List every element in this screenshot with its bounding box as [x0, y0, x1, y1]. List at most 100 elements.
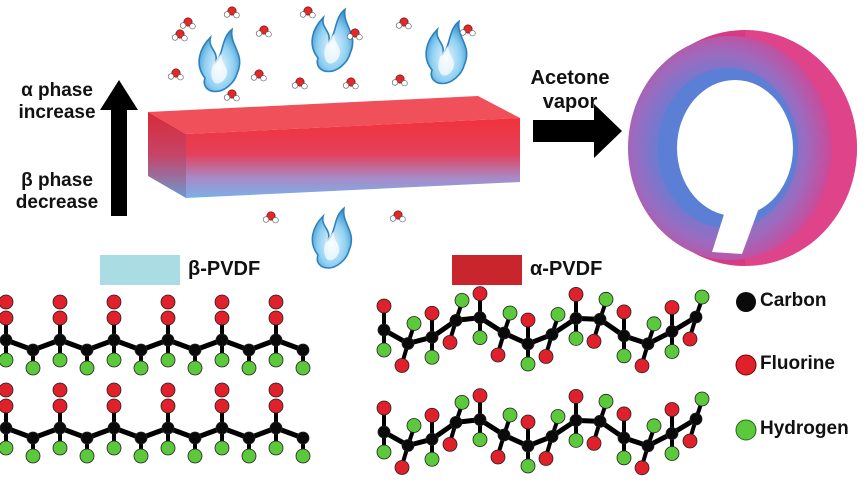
beta-pvdf-swatch: [100, 255, 180, 285]
fluorine-atom: [52, 310, 68, 326]
fluorine-atom: [160, 294, 176, 310]
carbon-atom: [569, 312, 583, 325]
carbon-atom: [161, 333, 175, 347]
hydrogen-atom: [406, 316, 422, 331]
fluorine-atom: [538, 451, 554, 466]
carbon-dot: [736, 292, 756, 312]
fluorine-atom: [568, 287, 584, 302]
hydrogen-atom: [598, 393, 614, 409]
hydrogen-atom: [214, 352, 230, 368]
hydrogen-atom: [616, 348, 632, 364]
carbon-atom: [569, 414, 583, 427]
fluorine-atom: [472, 388, 488, 404]
hydrogen-atom: [268, 440, 284, 456]
fluorine-atom: [490, 347, 506, 363]
hydrogen-atom: [502, 305, 518, 321]
carbon-atom: [593, 312, 607, 326]
fluorine-atom: [634, 358, 650, 374]
hydrogen-atom: [598, 291, 614, 307]
hydrogen-atom: [106, 352, 122, 368]
carbon-atom: [617, 431, 631, 445]
fluorine-atom: [616, 304, 632, 320]
hydrogen-atom: [214, 440, 230, 456]
carbon-atom: [26, 343, 40, 357]
carbon-atom: [80, 431, 94, 445]
carbon-atom: [188, 431, 202, 445]
carbon-atom: [497, 326, 511, 340]
fluorine-atom: [52, 398, 68, 414]
hydrogen-atom: [160, 352, 176, 368]
fluorine-atom: [616, 406, 632, 422]
hydrogen-atom: [187, 360, 203, 376]
carbon-atom: [53, 421, 67, 435]
fluorine-atom: [490, 449, 506, 465]
fluorine-atom: [664, 402, 680, 417]
carbon-atom: [242, 343, 256, 357]
fluorine-atom: [268, 294, 284, 310]
fluorine-atom: [268, 382, 284, 398]
fluorine-atom: [0, 398, 14, 414]
legend-carbon-label: Carbon: [760, 290, 827, 311]
fluorine-atom: [568, 389, 584, 404]
carbon-atom: [26, 431, 40, 445]
molecular-chains: [0, 286, 710, 476]
carbon-atom: [80, 343, 94, 357]
fluorine-atom: [424, 305, 440, 321]
hydrogen-atom: [295, 448, 311, 464]
fluorine-atom: [268, 310, 284, 326]
alpha-pvdf-label: α-PVDF: [530, 258, 603, 280]
legend-fluorine-label: Fluorine: [760, 353, 835, 374]
right-arrow-icon: [533, 104, 622, 158]
hydrogen-atom: [106, 440, 122, 456]
hydrogen-atom: [520, 356, 536, 372]
fluorine-atom: [682, 331, 698, 347]
hydrogen-atom: [694, 391, 710, 407]
carbon-atom: [425, 432, 439, 446]
hydrogen-atom: [187, 448, 203, 464]
hydrogen-atom: [550, 409, 566, 424]
carbon-atom: [617, 329, 631, 343]
alpha-phase-label: α phase increase: [18, 80, 96, 123]
fluorine-atom: [160, 398, 176, 414]
carbon-atom: [521, 439, 535, 453]
hydrogen-atom: [472, 432, 488, 448]
fluorine-atom: [106, 382, 122, 398]
carbon-atom: [242, 431, 256, 445]
carbon-atom: [449, 313, 463, 327]
hydrogen-atom: [664, 344, 680, 359]
fluorine-atom: [586, 333, 602, 349]
fluorine-atom: [394, 358, 410, 373]
carbon-atom: [689, 412, 703, 426]
hydrogen-atom: [472, 330, 488, 346]
hydrogen-atom: [454, 292, 470, 308]
carbon-atom: [665, 427, 679, 440]
pvdf-film: [148, 96, 520, 198]
fluorine-atom: [472, 286, 488, 302]
hydrogen-atom: [25, 360, 41, 376]
hydrogen-atom: [502, 407, 518, 423]
hydrogen-atom: [454, 394, 470, 410]
hydrogen-atom: [424, 451, 440, 467]
hydrogen-atom: [295, 360, 311, 376]
hydrogen-atom: [694, 289, 710, 305]
carbon-atom: [449, 415, 463, 429]
carbon-atom: [641, 337, 655, 351]
fluorine-atom: [0, 310, 14, 326]
carbon-atom: [134, 343, 148, 357]
hydrogen-atom: [646, 316, 662, 332]
fluorine-atom: [664, 300, 680, 315]
fluorine-atom: [376, 298, 392, 314]
fluorine-atom: [520, 414, 536, 430]
carbon-atom: [188, 343, 202, 357]
carbon-atom: [0, 421, 13, 435]
hydrogen-atom: [568, 433, 584, 448]
carbon-atom: [425, 330, 439, 344]
carbon-atom: [296, 431, 310, 445]
carbon-atom: [497, 428, 511, 442]
fluorine-atom: [160, 310, 176, 326]
carbon-atom: [473, 311, 487, 325]
fluorine-atom: [268, 398, 284, 414]
fluorine-atom: [376, 400, 392, 416]
hydrogen-atom: [160, 440, 176, 456]
